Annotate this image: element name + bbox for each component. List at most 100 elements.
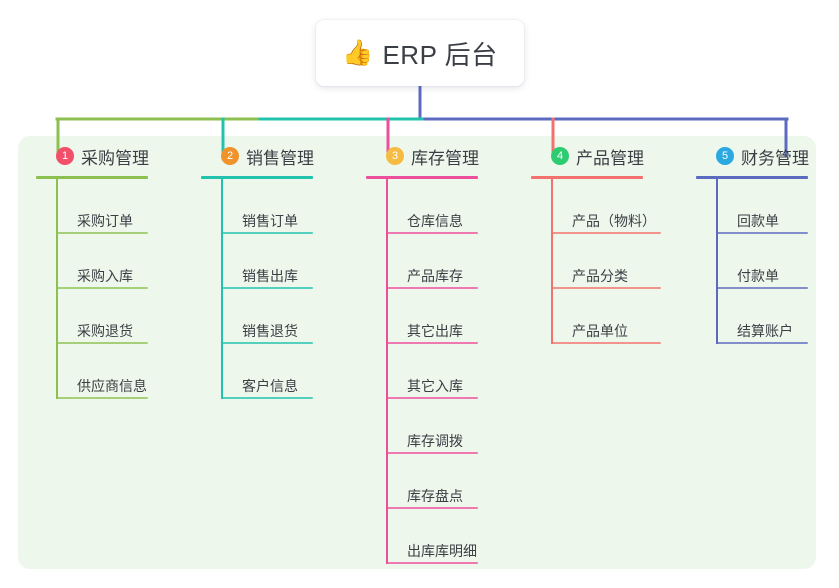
leaf-connector-spine [56,234,58,289]
leaf-item[interactable]: 产品分类 [551,234,661,289]
leaf-item[interactable]: 产品库存 [386,234,481,289]
branch-title-2: 销售管理 [246,148,314,168]
leaf-item[interactable]: 采购入库 [56,234,151,289]
leaf-underline [56,397,148,399]
leaf-underline [386,342,478,344]
leaf-item[interactable]: 销售出库 [221,234,314,289]
leaf-item[interactable]: 客户信息 [221,344,314,399]
branch-column-4: 4 产品管理产品（物料） 产品分类产品单位 [531,143,661,344]
leaf-item[interactable]: 库存调拨 [386,399,481,454]
branch-column-2: 2 销售管理销售订单销售出库销售退货客户信息 [201,143,314,399]
leaf-label: 回款单 [737,213,779,229]
leaf-item[interactable]: 其它入库 [386,344,481,399]
leaf-connector-spine [386,234,388,289]
leaf-underline [386,452,478,454]
branch-underline-5 [696,176,808,179]
leaf-underline [386,562,478,564]
branch-header-4[interactable]: 4 产品管理 [531,143,660,169]
leaf-item[interactable]: 付款单 [716,234,809,289]
leaf-connector-spine [56,179,58,234]
branch-underline-2 [201,176,313,179]
leaf-label: 产品分类 [572,268,628,284]
thumbs-up-icon: 👍 [342,38,374,67]
leaf-underline [551,342,661,344]
leaf-connector-spine [716,179,718,234]
leaf-item[interactable]: 采购订单 [56,179,151,234]
branch-header-2[interactable]: 2 销售管理 [201,143,314,169]
leaf-underline [221,342,313,344]
leaf-item[interactable]: 出库库明细 [386,509,481,564]
leaf-item[interactable]: 销售退货 [221,289,314,344]
branch-leaf-list-1: 采购订单采购入库采购退货供应商信息 [36,179,151,399]
leaf-label: 销售退货 [242,323,298,339]
leaf-label: 销售出库 [242,268,298,284]
leaf-underline [386,507,478,509]
leaf-label: 其它出库 [407,323,463,339]
leaf-connector-spine [221,234,223,289]
leaf-label: 采购入库 [77,268,133,284]
leaf-item[interactable]: 库存盘点 [386,454,481,509]
leaf-label: 库存调拨 [407,433,463,449]
leaf-item[interactable]: 其它出库 [386,289,481,344]
leaf-connector-spine [386,289,388,344]
leaf-label: 仓库信息 [407,213,463,229]
leaf-label: 库存盘点 [407,488,463,504]
leaf-label: 供应商信息 [77,378,147,394]
root-node-content: 👍 ERP 后台 [342,35,497,72]
leaf-item[interactable]: 采购退货 [56,289,151,344]
leaf-connector-spine [716,234,718,289]
branch-badge-2: 2 [221,147,239,165]
branch-badge-4: 4 [551,147,569,165]
leaf-label: 采购订单 [77,213,133,229]
leaf-connector-spine [551,234,553,289]
leaf-connector-spine [551,179,553,234]
leaf-underline [386,287,478,289]
leaf-connector-spine [386,179,388,234]
branch-underline-3 [366,176,478,179]
branch-title-5: 财务管理 [741,148,809,168]
branch-title-4: 产品管理 [576,148,644,168]
branch-underline-4 [531,176,643,179]
leaf-item[interactable]: 回款单 [716,179,809,234]
leaf-item[interactable]: 结算账户 [716,289,809,344]
leaf-item[interactable]: 销售订单 [221,179,314,234]
leaf-connector-spine [386,509,388,564]
leaf-underline [551,287,661,289]
leaf-label: 其它入库 [407,378,463,394]
leaf-connector-spine [221,344,223,399]
leaf-connector-spine [221,179,223,234]
leaf-item[interactable]: 产品（物料） [551,179,661,234]
leaf-label: 销售订单 [242,213,298,229]
leaf-connector-spine [56,289,58,344]
leaf-underline [221,232,313,234]
leaf-label: 客户信息 [242,378,298,394]
branch-leaf-list-3: 仓库信息产品库存其它出库其它入库库存调拨库存盘点出库库明细 [366,179,481,564]
leaf-connector-spine [386,399,388,454]
leaf-item[interactable]: 产品单位 [551,289,661,344]
root-node[interactable]: 👍 ERP 后台 [316,20,524,86]
leaf-underline [716,287,808,289]
leaf-connector-spine [551,289,553,344]
leaf-underline [386,397,478,399]
branch-title-3: 库存管理 [411,148,479,168]
leaf-underline [221,287,313,289]
leaf-connector-spine [56,344,58,399]
leaf-underline [386,232,478,234]
leaf-underline [221,397,313,399]
leaf-item[interactable]: 供应商信息 [56,344,151,399]
leaf-label: 产品库存 [407,268,463,284]
branch-title-1: 采购管理 [81,148,149,168]
leaf-item[interactable]: 仓库信息 [386,179,481,234]
leaf-connector-spine [386,344,388,399]
leaf-connector-spine [221,289,223,344]
leaf-underline [716,342,808,344]
leaf-label: 产品单位 [572,323,628,339]
branch-leaf-list-2: 销售订单销售出库销售退货客户信息 [201,179,314,399]
